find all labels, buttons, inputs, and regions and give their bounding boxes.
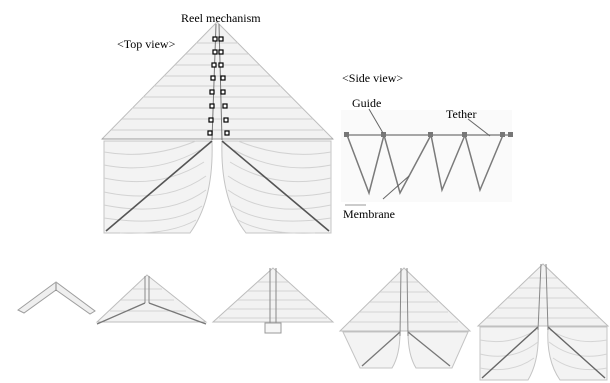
tether-label: Tether [446, 107, 477, 121]
side-view-guide-nodes [344, 132, 513, 137]
deployment-sequence [17, 263, 610, 381]
top-view-figure [100, 21, 335, 234]
reel-mechanism-label: Reel mechanism [181, 11, 261, 25]
deployment-stage-3 [211, 267, 335, 334]
side-view-figure [341, 108, 513, 206]
top-view-left-boom [105, 140, 213, 232]
deployment-stage-4 [338, 267, 472, 369]
top-view-left-petal-arcs [103, 140, 207, 234]
top-view-right-petal-arcs [227, 140, 332, 234]
reel-mechanism-boxes [207, 36, 230, 136]
guide-label: Guide [352, 96, 382, 110]
side-view-label: <Side view> [342, 71, 404, 85]
deployment-stage-1 [17, 281, 96, 315]
top-view-right-boom [221, 140, 330, 232]
top-view-upper-stripes [111, 42, 323, 131]
deployment-stage-5 [476, 263, 610, 381]
membrane-label: Membrane [343, 207, 395, 221]
top-view-label: <Top view> [117, 37, 176, 51]
deployment-stage-2 [95, 274, 208, 325]
